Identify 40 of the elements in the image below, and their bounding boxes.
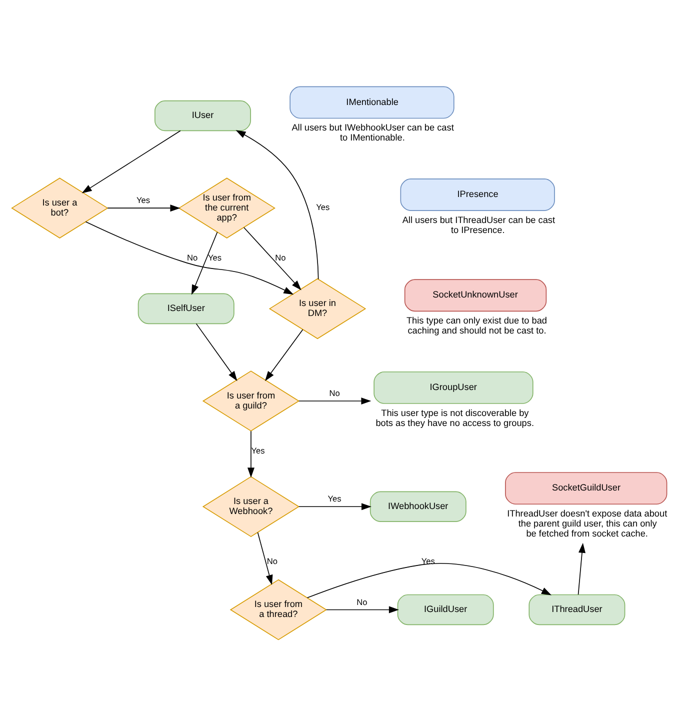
edge-label: No (275, 252, 286, 262)
arrow (578, 542, 586, 594)
arrow (85, 220, 294, 294)
node-box: IWebhookUser (370, 490, 466, 522)
node-diamond: Is user in DM? (268, 278, 366, 339)
arrow (196, 322, 238, 381)
node-diamond: Is user a bot? (11, 177, 108, 238)
node-label: All users but IThreadUser can be cast to IPresence. (402, 214, 556, 234)
arrow (306, 562, 552, 598)
arrow (298, 502, 372, 510)
edge-label: Yes (208, 252, 222, 262)
node-box: ISelfUser (138, 292, 234, 324)
edge-label: Yes (316, 202, 330, 212)
node-box: IUser (154, 100, 251, 131)
edge-label: Yes (328, 493, 342, 504)
edge-label: No (187, 252, 198, 262)
arrow (236, 130, 319, 280)
arrow (298, 397, 372, 404)
arrow (326, 606, 399, 613)
node-diamond: Is user a Webhook? (202, 476, 300, 537)
edge-label: Yes (251, 444, 265, 455)
node-label: This type can only exist due to bad caching and should not be cast to. (406, 314, 548, 335)
node-label: IThreadUser doesn't expose data about the parent guild user, this can only be fetched from socket cache. (507, 508, 668, 538)
edge-label: No (356, 596, 368, 606)
edge-label: No (266, 555, 278, 566)
node-label: This user type is not discoverable by bots as they have no access to groups. (376, 407, 534, 428)
node-label: All users but IWebhookUser can be cast to IMentionable. (292, 122, 454, 142)
arrow (247, 430, 254, 478)
node-box: IThreadUser (528, 594, 626, 625)
node-diamond: Is user from the current app? (178, 177, 276, 238)
node-diamond: Is user from a thread? (230, 578, 328, 640)
edge-label: Yes (136, 194, 150, 205)
arrow (191, 231, 218, 294)
edge-label: No (329, 388, 340, 398)
arrow (82, 130, 181, 193)
arrow (257, 532, 273, 584)
node-box: IGuildUser (397, 594, 494, 625)
arrow (107, 204, 180, 212)
arrow (244, 226, 302, 290)
arrow (264, 328, 304, 381)
